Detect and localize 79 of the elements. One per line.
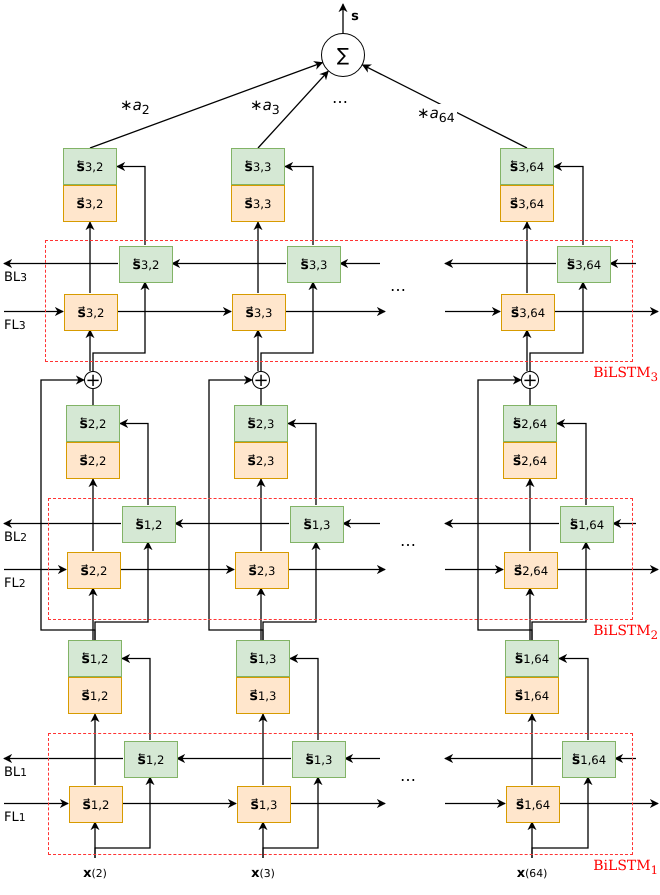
arrow (290, 798, 386, 808)
arrow (94, 776, 155, 858)
arrow (285, 306, 386, 316)
arrow (529, 281, 588, 371)
arrow (3, 754, 123, 764)
arrow (88, 478, 98, 551)
arrow (557, 564, 659, 574)
arrow (258, 713, 268, 785)
arrow (284, 162, 314, 245)
arrow (258, 70, 329, 148)
arrow (522, 329, 532, 371)
operator-circle: + (521, 371, 539, 389)
arrow (4, 798, 69, 808)
arrow (174, 518, 289, 528)
arrow (444, 258, 556, 268)
arrow (253, 221, 263, 293)
arrow (609, 258, 636, 268)
arrow (445, 564, 504, 574)
operator-circle: ∑ (321, 33, 365, 77)
arrow (260, 281, 318, 371)
arrow (525, 478, 535, 551)
arrow (256, 478, 266, 551)
output-label: s (347, 6, 363, 26)
arrow (444, 754, 561, 764)
arrow (85, 221, 95, 293)
arrow (262, 776, 323, 858)
arrow (612, 518, 636, 528)
arrow (176, 754, 291, 764)
arrow (614, 754, 636, 764)
arrow (116, 162, 146, 245)
ellipsis: ⋯ (390, 280, 406, 299)
arrow (262, 541, 321, 640)
ellipsis: ⋯ (332, 92, 348, 111)
arrow (121, 654, 151, 740)
arrow (4, 564, 67, 574)
arrow (445, 798, 506, 808)
arrow (531, 776, 593, 858)
ellipsis: ⋯ (400, 770, 416, 789)
arrow (556, 418, 587, 505)
arrow (120, 564, 235, 574)
operator-circle: + (84, 371, 102, 389)
arrow (342, 518, 380, 528)
operator-circle: + (252, 371, 270, 389)
frame-label: BiLSTM$_{3}$ (593, 365, 658, 384)
arrow (554, 306, 659, 316)
arrow (4, 306, 64, 316)
arrow (256, 587, 266, 640)
arrow (253, 329, 263, 371)
arrow (522, 221, 532, 293)
arrow (3, 518, 121, 528)
arrow (171, 258, 286, 268)
arrow (117, 306, 232, 316)
arrow (339, 258, 380, 268)
arrow (553, 162, 584, 245)
arrow (445, 306, 501, 316)
arrow (559, 798, 659, 808)
arrow (444, 518, 559, 528)
arrow (338, 3, 348, 33)
arrow (119, 418, 149, 505)
frame-label: BiLSTM$_{2}$ (593, 623, 658, 642)
arrow (287, 418, 317, 505)
arrow (525, 587, 535, 640)
arrow (92, 281, 150, 371)
arrow (90, 713, 100, 785)
arrow (558, 654, 589, 740)
arrow (3, 258, 118, 268)
arrow (94, 541, 153, 640)
arrow (527, 713, 537, 785)
arrow (90, 61, 324, 149)
arrow (88, 587, 98, 640)
arrow (362, 64, 528, 149)
arrow (531, 541, 591, 640)
arrow (122, 798, 237, 808)
arrow (289, 654, 319, 740)
frame-label: BiLSTM$_{1}$ (593, 858, 658, 877)
arrow (344, 754, 380, 764)
arrow (85, 329, 95, 371)
ellipsis: ⋯ (400, 535, 416, 554)
arrow (288, 564, 386, 574)
